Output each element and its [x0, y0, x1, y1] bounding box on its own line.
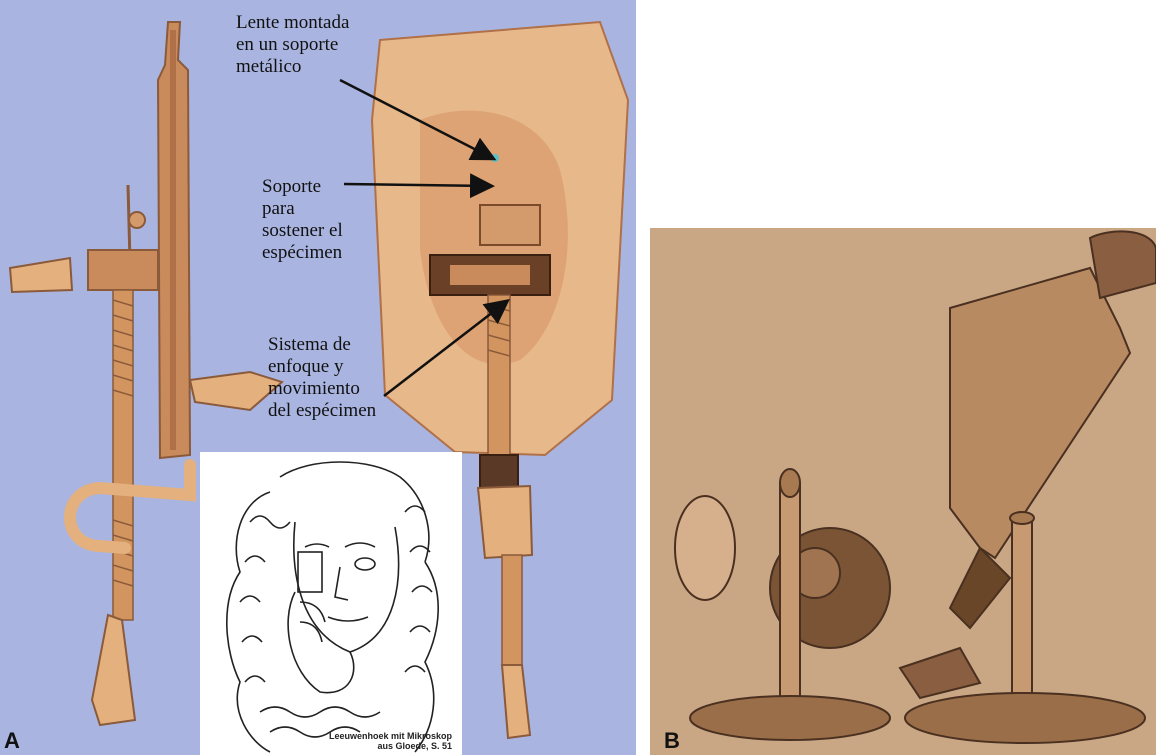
inset-caption: Leeuwenhoek mit Mikroskop aus Gloede, S.… [329, 731, 452, 751]
lens-icon [491, 154, 499, 162]
portrait-drawing [200, 452, 462, 755]
panel-b-label: B [664, 730, 680, 752]
panel-a-label: A [4, 730, 20, 752]
leeuwenhoek-portrait-inset: Leeuwenhoek mit Mikroskop aus Gloede, S.… [200, 452, 462, 755]
hooke-microscope-illustration [650, 228, 1156, 755]
callout-lens: Lente montada en un soporte metálico [236, 12, 349, 78]
callout-focus: Sistema de enfoque y movimiento del espé… [268, 334, 376, 422]
panel-b: B [650, 228, 1156, 755]
panel-a: Lente montada en un soporte metálico Sop… [0, 0, 636, 755]
callout-holder: Soporte para sostener el espécimen [262, 176, 343, 264]
